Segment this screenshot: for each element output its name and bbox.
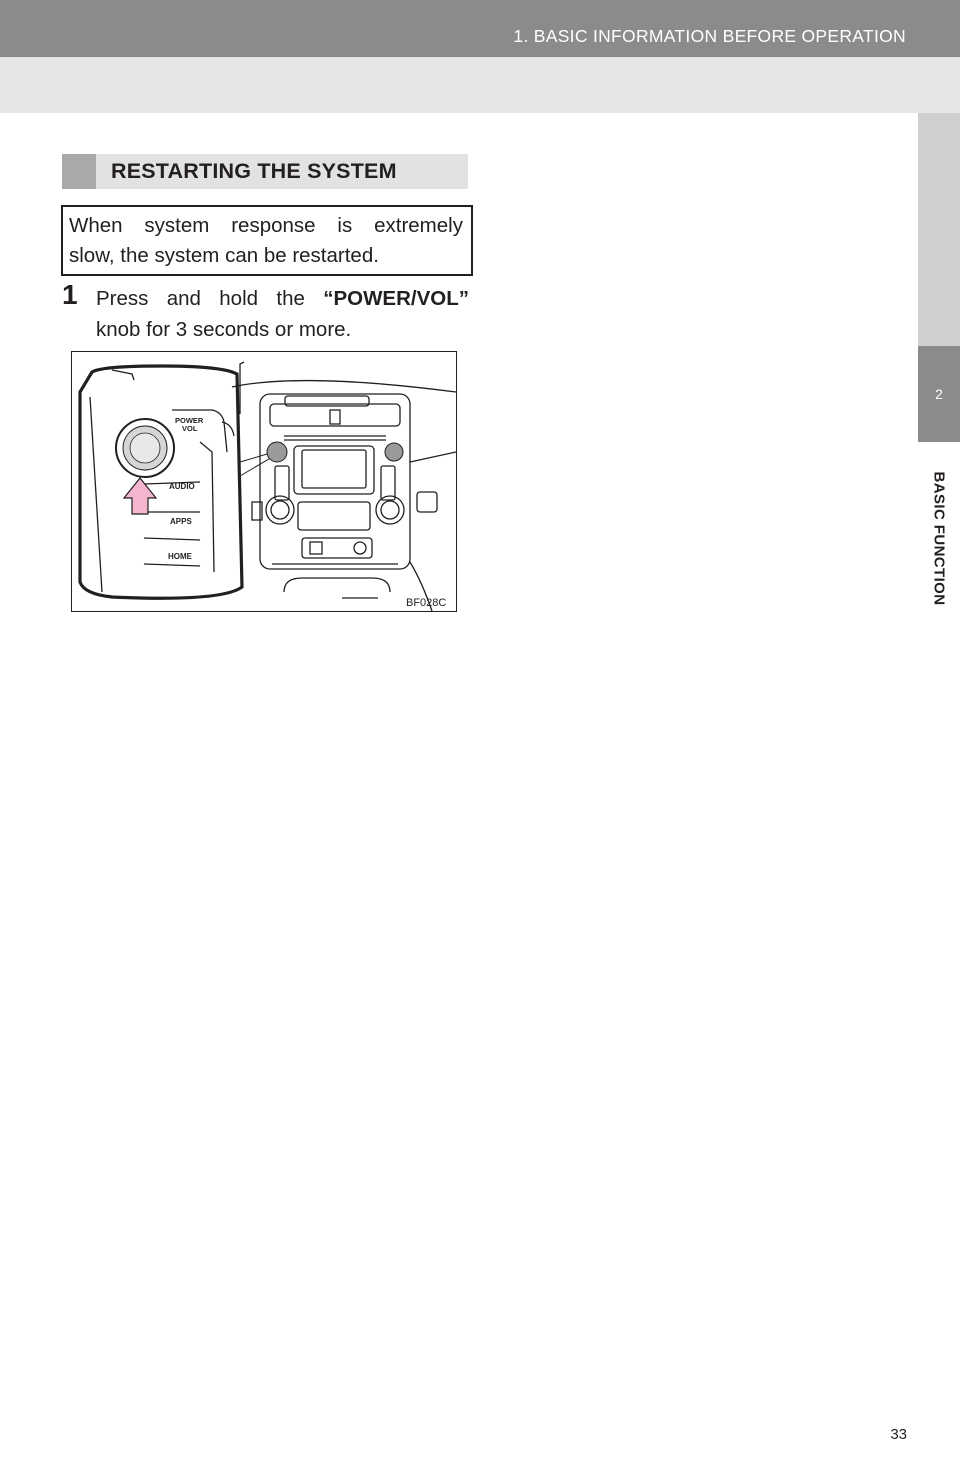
knob-label-vol: VOL [182,424,198,433]
section-heading: RESTARTING THE SYSTEM [62,154,468,189]
audio-button-label: AUDIO [169,482,195,491]
section-title: RESTARTING THE SYSTEM [111,159,397,183]
word: response [231,214,316,237]
chapter-tab[interactable]: 2 [918,346,960,442]
intro-line-2: slow, the system can be restarted. [69,244,379,267]
word: extremely [374,214,463,237]
word: is [337,214,353,237]
word: and [166,287,201,310]
word: Press [96,287,149,310]
word: system [144,214,210,237]
dashboard-drawing: POWER VOL AUDIO APPS HOME BF028C [78,361,456,611]
intro-line-1: When system response is extremely [69,211,463,241]
step-1-line-1: Press and hold the “POWER/VOL” [96,283,469,314]
intro-box: When system response is extremely slow, … [61,205,473,276]
step-number: 1 [62,279,78,310]
page-number: 33 [890,1426,907,1443]
power-vol-reference: “POWER/VOL” [323,287,469,310]
heading-square-icon [62,154,96,189]
step-1-line-2: knob for 3 seconds or more. [96,318,352,341]
home-button-label: HOME [168,552,193,561]
word: the [276,287,305,310]
apps-button-label: APPS [170,517,192,526]
chapter-number: 2 [935,386,943,402]
header-sub-band [0,57,960,113]
word: hold [219,287,259,310]
press-arrow-icon [122,477,158,515]
knob-label-power: POWER [175,416,204,425]
word: When [69,214,123,237]
side-tab-light [918,113,960,346]
chapter-header-bar: 1. BASIC INFORMATION BEFORE OPERATION [0,0,960,57]
figure-code: BF028C [406,597,446,609]
chapter-title: 1. BASIC INFORMATION BEFORE OPERATION [513,26,906,46]
chapter-label-text: BASIC FUNCTION [930,471,948,606]
dashboard-illustration: POWER VOL AUDIO APPS HOME BF028C [71,351,457,612]
